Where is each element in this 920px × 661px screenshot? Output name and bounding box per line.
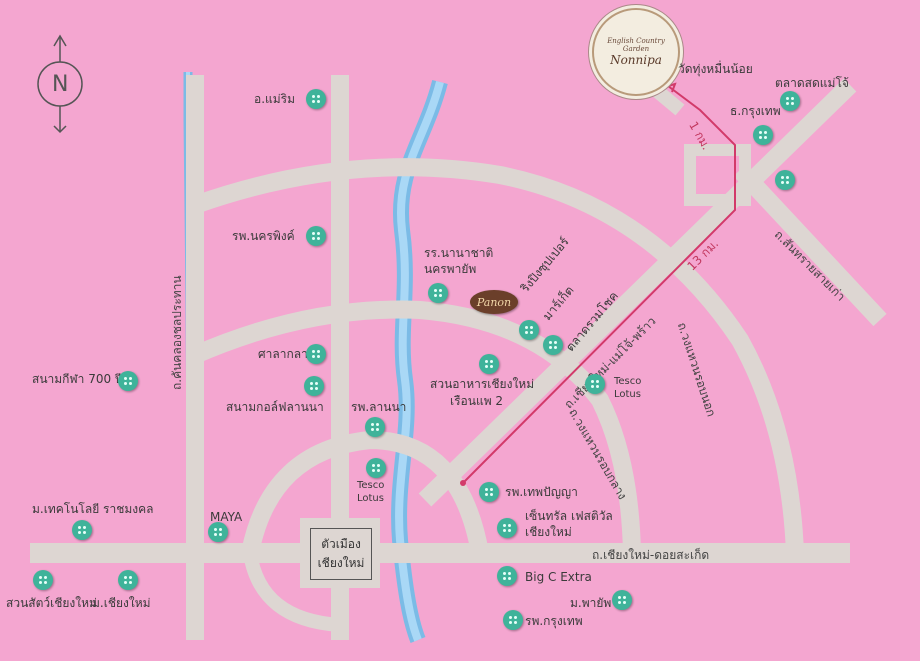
label-cmu: ม.เชียงใหม่ bbox=[92, 596, 151, 610]
label-lanna-hosp: รพ.ลานนา bbox=[351, 400, 407, 414]
compass-letter: N bbox=[52, 72, 69, 97]
city-center-line1: ตัวเมือง bbox=[321, 537, 361, 551]
label-rmutl: ม.เทคโนโลยี ราชมงคล bbox=[32, 502, 154, 516]
marker-rmutl[interactable] bbox=[72, 520, 92, 540]
road-label-doi-saket: ถ.เชียงใหม่-ดอยสะเก็ด bbox=[592, 548, 710, 562]
marker-golf[interactable] bbox=[304, 376, 324, 396]
logo-main: Nonnipa bbox=[610, 53, 662, 67]
marker-maya[interactable] bbox=[208, 522, 228, 542]
road-mae-jo bbox=[418, 78, 857, 507]
ping-river-highlight bbox=[395, 80, 444, 642]
nonnipa-logo: English Country Garden Nonnipa bbox=[592, 8, 680, 96]
road-outer-ring bbox=[191, 158, 804, 554]
label-restaurant-1: สวนอาหารเชียงใหม่ bbox=[430, 377, 535, 391]
label-central-2: เชียงใหม่ bbox=[525, 525, 572, 539]
road-san-sai bbox=[733, 163, 887, 327]
label-sala-klang: ศาลากลาง bbox=[258, 347, 314, 361]
label-intl-school-1: รร.นานาชาติ bbox=[424, 246, 494, 260]
marker-mae-rim[interactable] bbox=[306, 89, 326, 109]
marker-big-c[interactable] bbox=[497, 566, 517, 586]
label-thep-panya: รพ.เทพปัญญา bbox=[505, 485, 578, 499]
label-nakornping: รพ.นครพิงค์ bbox=[232, 229, 295, 243]
label-central-1: เซ็นทรัล เฟสติวัล bbox=[525, 509, 613, 523]
logo-sub-mid: Garden bbox=[622, 45, 650, 53]
label-tesco-1b: Lotus bbox=[614, 389, 641, 400]
marker-lanna-hosp[interactable] bbox=[365, 417, 385, 437]
label-restaurant-2: เรือนแพ 2 bbox=[450, 394, 504, 408]
marker-zoo[interactable] bbox=[33, 570, 53, 590]
marker-cmu[interactable] bbox=[118, 570, 138, 590]
marker-intl-school[interactable] bbox=[428, 283, 448, 303]
label-golf: สนามกอล์ฟลานนา bbox=[226, 400, 324, 414]
label-zoo: สวนสัตว์เชียงใหม่ bbox=[6, 596, 97, 610]
label-stadium: สนามกีฬา 700 ปี bbox=[32, 372, 123, 386]
label-bangkok-bank: ธ.กรุงเทพ bbox=[730, 104, 781, 118]
label-tesco-2: Tesco bbox=[357, 480, 385, 491]
junction-box bbox=[684, 144, 751, 206]
label-payap: ม.พายัพ bbox=[570, 596, 612, 610]
label-maya: MAYA bbox=[210, 510, 243, 524]
marker-stadium[interactable] bbox=[118, 371, 138, 391]
marker-payap[interactable] bbox=[612, 590, 632, 610]
label-wat: วัดทุ่งหมื่นน้อย bbox=[678, 62, 753, 76]
marker-central[interactable] bbox=[497, 518, 517, 538]
route-line bbox=[462, 82, 736, 484]
label-mae-rim: อ.แม่ริม bbox=[254, 92, 296, 106]
marker-mae-jo-market[interactable] bbox=[780, 91, 800, 111]
label-tesco-1: Tesco bbox=[614, 376, 642, 387]
label-intl-school-2: นครพายัพ bbox=[424, 262, 477, 276]
label-tesco-2b: Lotus bbox=[357, 493, 384, 504]
marker-thep-panya[interactable] bbox=[479, 482, 499, 502]
panon-logo: Panon bbox=[470, 290, 518, 314]
marker-rom-chot[interactable] bbox=[543, 335, 563, 355]
marker-restaurant[interactable] bbox=[479, 354, 499, 374]
marker-tesco-1[interactable] bbox=[585, 374, 605, 394]
marker-sala-klang[interactable] bbox=[306, 344, 326, 364]
marker-junction[interactable] bbox=[775, 170, 795, 190]
city-center-block bbox=[300, 518, 380, 588]
logo-sub-top: English Country bbox=[607, 37, 665, 45]
marker-nakornping[interactable] bbox=[306, 226, 326, 246]
label-big-c: Big C Extra bbox=[525, 570, 592, 584]
compass-icon bbox=[37, 34, 83, 134]
marker-ring-super[interactable] bbox=[519, 320, 539, 340]
road-inner-ring bbox=[241, 430, 489, 555]
marker-bangkok-bank[interactable] bbox=[753, 125, 773, 145]
city-center-line2: เชียงใหม่ bbox=[317, 556, 365, 570]
road-label-canal: ถ.คันคลองชลประทาน bbox=[170, 275, 184, 390]
road-south-arc bbox=[243, 551, 341, 632]
road-middle-ring bbox=[191, 300, 641, 554]
label-mae-jo-market: ตลาดสดแม่โจ้ bbox=[775, 76, 849, 90]
marker-bangkok-hosp[interactable] bbox=[503, 610, 523, 630]
marker-tesco-2[interactable] bbox=[366, 458, 386, 478]
city-center-label: ตัวเมือง เชียงใหม่ bbox=[310, 528, 372, 580]
label-bangkok-hosp: รพ.กรุงเทพ bbox=[525, 614, 583, 628]
